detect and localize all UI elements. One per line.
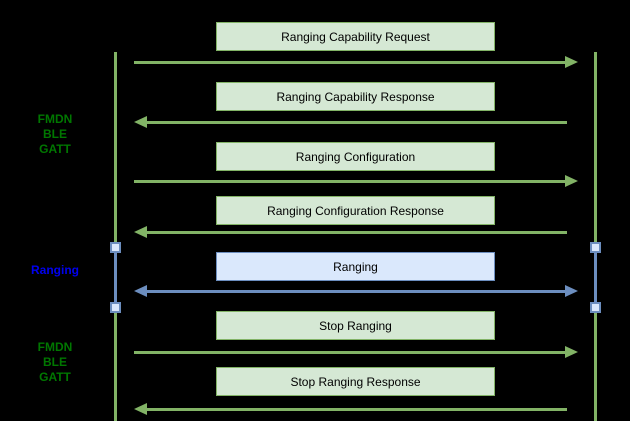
label-fmdn-ble-gatt-top: FMDN BLE GATT [10, 112, 100, 157]
arrow-stop-ranging [134, 351, 566, 354]
arrowhead-right-icon [565, 285, 578, 297]
label-ranging: Ranging [10, 263, 100, 278]
arrow-ranging-capability-request [134, 61, 566, 64]
activation-square-left-bottom [110, 302, 121, 313]
label-line: GATT [39, 370, 71, 384]
left-lifeline [114, 52, 117, 421]
arrowhead-left-icon [134, 403, 147, 415]
activation-square-right-top [590, 242, 601, 253]
message-box-ranging: Ranging [216, 252, 495, 281]
activation-square-right-bottom [590, 302, 601, 313]
activation-square-left-top [110, 242, 121, 253]
left-lifeline-ranging-segment [114, 247, 117, 309]
arrowhead-left-icon [134, 226, 147, 238]
arrow-ranging-configuration [134, 180, 566, 183]
arrowhead-right-icon [565, 346, 578, 358]
label-line: BLE [43, 355, 67, 369]
label-line: GATT [39, 142, 71, 156]
arrowhead-right-icon [565, 56, 578, 68]
arrowhead-left-icon [134, 116, 147, 128]
label-line: Ranging [31, 263, 79, 277]
arrow-ranging-bidirectional [146, 290, 566, 293]
message-box-stop-ranging: Stop Ranging [216, 311, 495, 340]
arrow-ranging-capability-response [146, 121, 567, 124]
label-line: FMDN [37, 340, 73, 354]
label-line: FMDN [37, 112, 73, 126]
label-line: BLE [43, 127, 67, 141]
message-box-stop-ranging-response: Stop Ranging Response [216, 367, 495, 396]
right-lifeline-ranging-segment [594, 247, 597, 309]
right-lifeline [594, 52, 597, 421]
arrowhead-right-icon [565, 175, 578, 187]
message-box-ranging-configuration-response: Ranging Configuration Response [216, 196, 495, 225]
message-box-ranging-capability-request: Ranging Capability Request [216, 22, 495, 51]
arrow-stop-ranging-response [146, 408, 567, 411]
message-box-ranging-configuration: Ranging Configuration [216, 142, 495, 171]
arrow-ranging-configuration-response [146, 231, 567, 234]
label-fmdn-ble-gatt-bottom: FMDN BLE GATT [10, 340, 100, 385]
arrowhead-left-icon [134, 285, 147, 297]
message-box-ranging-capability-response: Ranging Capability Response [216, 82, 495, 111]
